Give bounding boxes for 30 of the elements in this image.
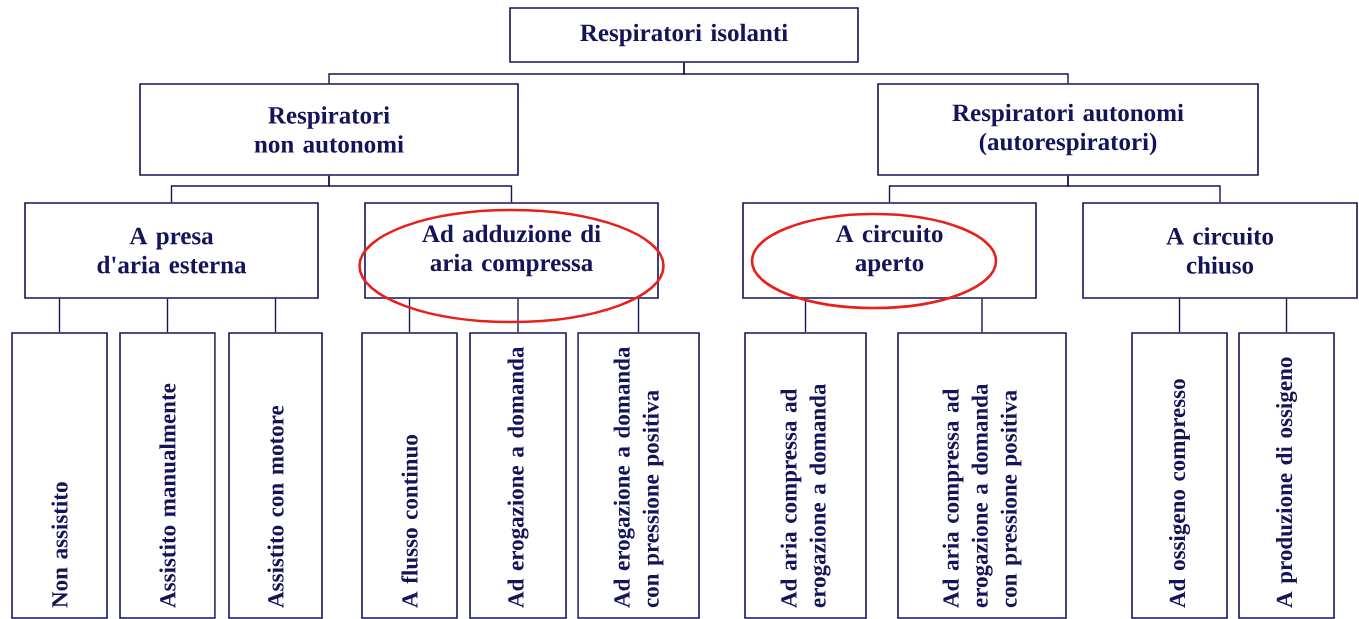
leaf-box: A produzione di ossigeno <box>1238 332 1335 619</box>
connector-line <box>637 298 640 333</box>
connector-line <box>408 298 411 333</box>
leaf-box: Non assistito <box>11 332 108 619</box>
connector-line <box>517 298 519 333</box>
leaf-box: Assistito manualmente <box>119 332 216 619</box>
category-box: A presa d'aria esterna <box>24 202 319 299</box>
connector-line <box>1178 298 1181 333</box>
leaf-box: Ad aria compressa ad erogazione a domanda <box>744 332 867 619</box>
connector-line <box>166 298 169 333</box>
connector-line <box>683 62 1069 84</box>
category-box: Ad adduzione di aria compressa <box>364 202 659 299</box>
leaf-box: Assistito con motore <box>228 332 323 619</box>
connector-line <box>58 298 61 333</box>
leaf-box: Ad erogazione a domanda con pressione positiva <box>577 332 700 619</box>
connector-line <box>1285 298 1288 333</box>
category-box: Respiratori autonomi (autorespiratori) <box>877 83 1259 176</box>
connector-line <box>804 298 807 333</box>
leaf-box: Ad erogazione a domanda <box>469 332 567 619</box>
category-box: A circuito aperto <box>742 202 1037 299</box>
connector-line <box>1067 175 1221 203</box>
leaf-box: Ad ossigeno compresso <box>1131 332 1228 619</box>
connector-line <box>981 298 983 333</box>
connector-line <box>274 298 277 333</box>
category-box: A circuito chiuso <box>1082 202 1358 299</box>
category-box: Respiratori isolanti <box>509 7 859 63</box>
category-box: Respiratori non autonomi <box>139 83 519 176</box>
leaf-box: Ad aria compressa ad erogazione a domanda con pressione positiva <box>897 332 1067 619</box>
connector-line <box>328 175 513 203</box>
leaf-box: A flusso continuo <box>361 332 458 619</box>
